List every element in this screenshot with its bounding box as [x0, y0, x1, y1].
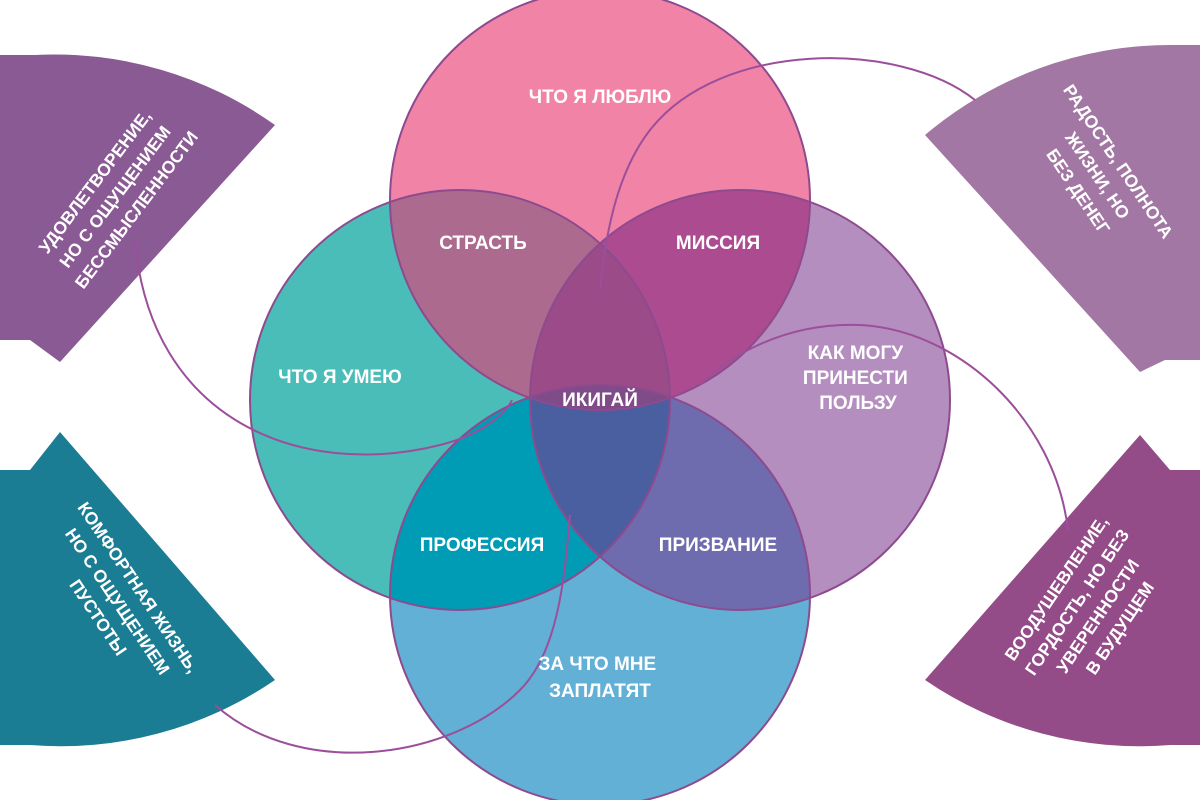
wedge-bottom-right [925, 435, 1200, 747]
wedge-top-left [0, 54, 275, 363]
label-ikigai: ИКИГАЙ [562, 389, 638, 411]
label-what-i-get-paid-for-line-2: ЗАПЛАТЯТ [549, 681, 651, 702]
connector-top-right [599, 57, 976, 291]
connector-top-left [134, 239, 513, 456]
wedge-top-right [925, 45, 1200, 372]
label-passion: СТРАСТЬ [439, 233, 527, 254]
label-what-i-love: ЧТО Я ЛЮБЛЮ [529, 87, 672, 108]
label-profession: ПРОФЕССИЯ [420, 535, 545, 556]
label-what-i-am-good-at: ЧТО Я УМЕЮ [278, 367, 401, 388]
connector-bottom-left [214, 514, 571, 754]
label-what-i-get-paid-for-line-1: ЗА ЧТО МНЕ [539, 654, 657, 675]
label-vocation: ПРИЗВАНИЕ [659, 535, 777, 556]
label-how-i-can-help: КАК МОГУ ПРИНЕСТИ ПОЛЬЗУ [803, 343, 913, 414]
label-mission: МИССИЯ [676, 233, 760, 254]
label-how-i-can-help-line-2: ПРИНЕСТИ [803, 368, 908, 389]
label-how-i-can-help-line-1: КАК МОГУ [808, 343, 904, 364]
connector-bottom-right [699, 323, 1069, 531]
label-how-i-can-help-line-3: ПОЛЬЗУ [819, 393, 897, 414]
label-what-i-get-paid-for: ЗА ЧТО МНЕ ЗАПЛАТЯТ [539, 654, 662, 702]
circle-outlines [249, 0, 951, 800]
wedge-bottom-left [0, 432, 275, 747]
